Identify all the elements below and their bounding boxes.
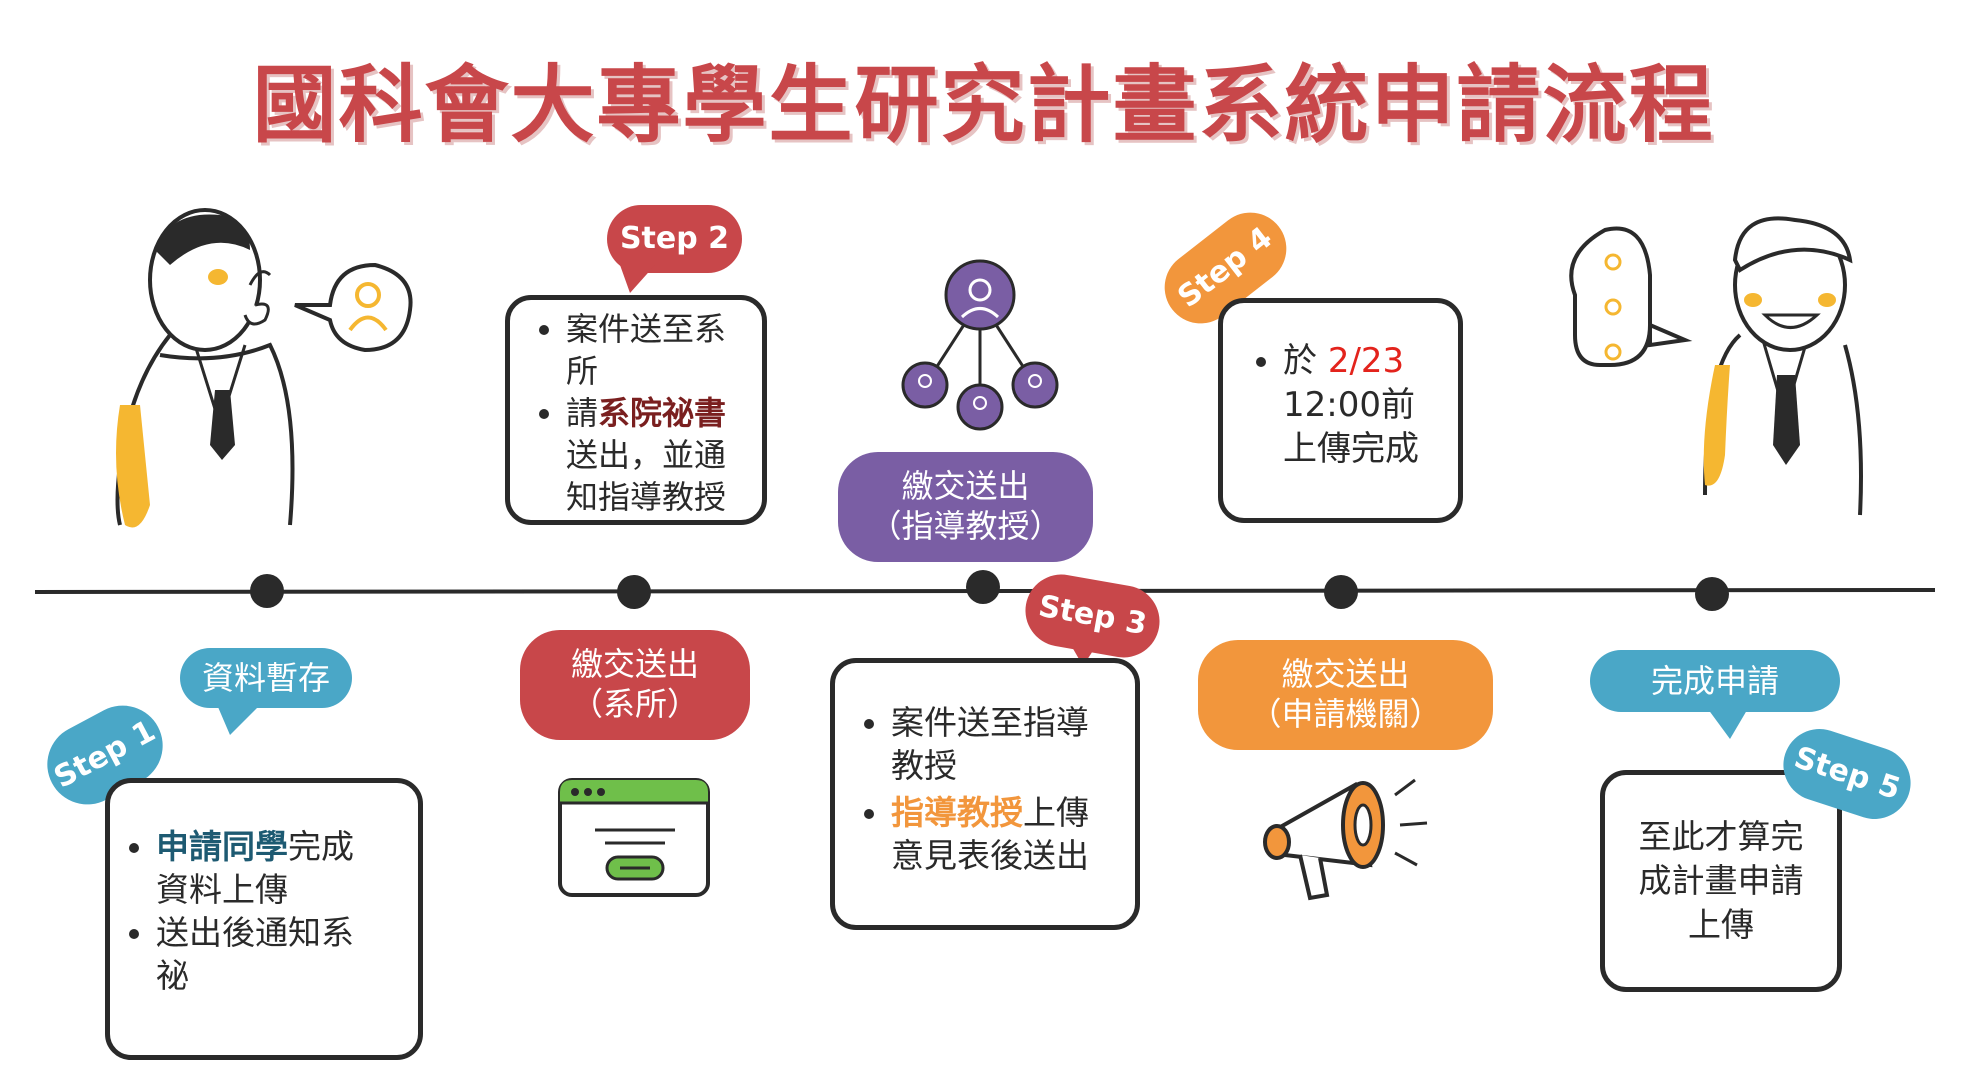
step-2-badge: Step 2 [607,205,742,273]
submit-department-text-2: （系所） [570,685,699,723]
timeline-dot-2 [617,575,651,609]
save-draft-tail [215,700,265,735]
submit-advisor-text-1: 繳交送出 [901,467,1030,505]
timeline-dot-5 [1695,577,1729,611]
save-draft-text: 資料暫存 [201,659,330,697]
timeline-dot-4 [1324,575,1358,609]
step-5-text: 至此才算完成計畫申請上傳 [1638,817,1804,944]
network-people-icon [901,259,1059,431]
submit-agency-label: 繳交送出 （申請機關） [1198,640,1493,750]
submit-advisor-label: 繳交送出 （指導教授） [838,452,1093,562]
step-2-text: Step 2 [619,221,730,256]
timeline-dot-1 [250,574,284,608]
man-smiling-illustration [1569,216,1863,516]
browser-window-icon [558,778,710,897]
page-title: 國科會大專學生研究計畫系統申請流程 [252,56,1715,154]
man-speaking-illustration [115,208,413,528]
submit-advisor-text-2: （指導教授） [869,507,1062,545]
megaphone-icon [1263,778,1428,901]
step-2-tail [620,265,655,293]
step-3-tail [1068,640,1100,666]
complete-application-tail [1705,705,1750,739]
complete-application-label: 完成申請 [1590,650,1840,712]
step-5-text-badge: Step 5 [1789,740,1905,808]
submit-department-text-1: 繳交送出 [570,645,699,683]
timeline-dot-3 [966,570,1000,604]
save-draft-label: 資料暫存 [180,648,352,708]
submit-agency-text-1: 繳交送出 [1281,655,1410,693]
step-5-box: 至此才算完成計畫申請上傳 [1600,770,1842,992]
step-3-text: Step 3 [1035,588,1150,643]
submit-agency-text-2: （申請機關） [1249,695,1442,733]
submit-department-label: 繳交送出 （系所） [520,630,750,740]
complete-application-text: 完成申請 [1650,662,1779,700]
